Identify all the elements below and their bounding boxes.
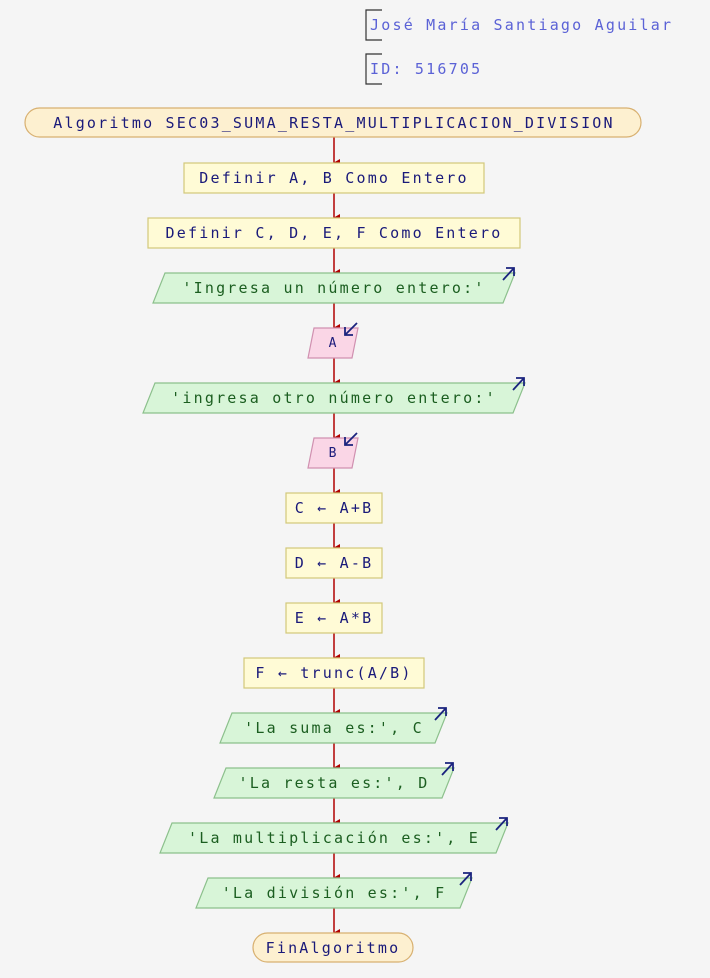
output-box-suma (219, 712, 448, 744)
input-arrow-icon (344, 432, 358, 446)
start-label: Algoritmo SEC03_SUMA_RESTA_MULTIPLICACIO… (53, 114, 615, 132)
step-input-b: B (328, 446, 338, 461)
output-box-multiplicacion (159, 822, 509, 854)
output-arrow-icon (495, 817, 508, 831)
output-box-division (195, 877, 473, 909)
step-output-prompt-2: 'ingresa otro número entero:' (171, 389, 497, 407)
output-arrow-icon (502, 267, 515, 281)
step-assign-d: D ← A-B (294, 554, 374, 572)
output-arrow-icon (441, 762, 454, 776)
output-box-1 (152, 272, 516, 304)
id-comment: ID: 516705 (370, 60, 483, 78)
step-output-resta: 'La resta es:', D (238, 774, 430, 792)
output-arrow-icon (512, 377, 525, 391)
step-output-multiplicacion: 'La multiplicación es:', E (188, 829, 480, 847)
step-output-prompt-1: 'Ingresa un número entero:' (182, 279, 486, 297)
output-box-2 (142, 382, 526, 414)
step-output-suma: 'La suma es:', C (244, 719, 424, 737)
input-arrow-icon (344, 322, 358, 336)
step-assign-e: E ← A*B (294, 609, 374, 627)
comment-bracket-id (365, 53, 382, 85)
comment-bracket-author (365, 9, 382, 41)
process-box-c (285, 492, 383, 524)
output-arrow-icon (459, 872, 472, 886)
process-box-1 (183, 162, 485, 194)
output-box-resta (213, 767, 455, 799)
step-input-a: A (328, 336, 338, 351)
process-box-d (285, 547, 383, 579)
start-terminal (24, 107, 642, 138)
step-define-cdef: Definir C, D, E, F Como Entero (165, 224, 503, 242)
step-assign-f: F ← trunc(A/B) (255, 664, 413, 682)
output-arrow-icon (434, 707, 447, 721)
author-comment: José María Santiago Aguilar (370, 16, 674, 34)
process-box-e (285, 602, 383, 634)
process-box-2 (147, 217, 521, 249)
step-assign-c: C ← A+B (294, 499, 374, 517)
end-terminal (252, 932, 414, 963)
step-output-division: 'La división es:', F (221, 884, 447, 902)
process-box-f (243, 657, 425, 689)
step-define-ab: Definir A, B Como Entero (199, 169, 469, 187)
end-label: FinAlgoritmo (265, 939, 401, 957)
